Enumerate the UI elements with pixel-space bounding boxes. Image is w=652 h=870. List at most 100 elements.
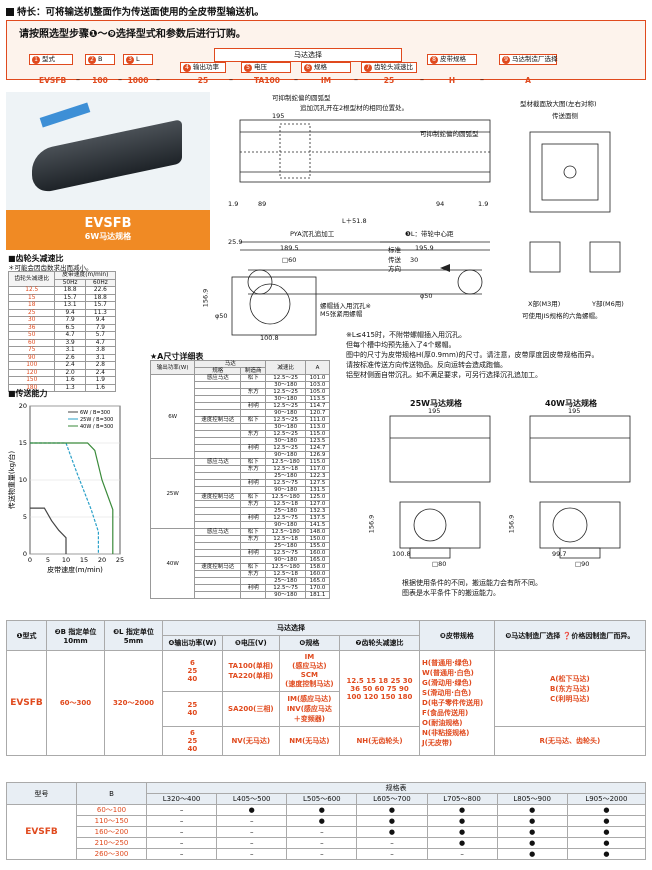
dim-89: 89 bbox=[258, 200, 267, 208]
step-number-icon: 1 bbox=[32, 56, 40, 64]
label-section2: 传送面侧 bbox=[552, 112, 578, 120]
a-cell: 103.0 bbox=[305, 381, 330, 389]
a-cell: 165.0 bbox=[305, 556, 330, 564]
legend-entry: 25W / B=300 bbox=[80, 417, 113, 423]
step-code-5: TA100 bbox=[254, 76, 280, 85]
y-axis-label: 传送物重量(kg/台) bbox=[8, 451, 16, 510]
voltage-cell: NV(无马达) bbox=[221, 726, 280, 756]
alt-dim-sq90: □90 bbox=[575, 560, 590, 568]
step-code-1: EVSFB bbox=[39, 76, 67, 85]
a-cell: 速度控制马达 bbox=[194, 416, 242, 424]
spec-avail-cell: ● bbox=[566, 815, 647, 827]
step-separator: – bbox=[294, 75, 298, 84]
a-cell bbox=[194, 451, 242, 459]
dim-1008: 100.8 bbox=[260, 334, 279, 342]
a-cell bbox=[240, 395, 267, 403]
dim-phi50b: φ50 bbox=[420, 292, 433, 300]
voltage-cell: TA100(单相)TA220(单相) bbox=[221, 650, 280, 692]
a-cell: 利明 bbox=[240, 479, 267, 487]
spec-avail-cell: ● bbox=[356, 804, 428, 816]
a-cell: 12.5～75 bbox=[265, 584, 307, 592]
product-name-banner: EVSFB 6W马达规格 bbox=[6, 210, 210, 250]
a-cell: 123.5 bbox=[305, 437, 330, 445]
label-lhead: ❸L：带轮中心距 bbox=[405, 230, 454, 238]
a-cell: 12.5～180 bbox=[265, 563, 307, 571]
label-dir2: 方向 bbox=[388, 265, 401, 273]
spec-avail-cell: – bbox=[286, 826, 358, 838]
a-cell: 速度控制马达 bbox=[194, 493, 242, 501]
spec-col-header: L905～2000 bbox=[566, 793, 647, 805]
a-cell bbox=[194, 521, 242, 529]
spec-avail-cell: ● bbox=[566, 837, 647, 849]
a-cell: 利明 bbox=[240, 402, 267, 410]
gear-cell: 11.3 bbox=[84, 308, 117, 317]
a-cell bbox=[194, 430, 242, 438]
alt-notes: 根据使用条件的不同，搬运能力会有所不同。图表是水平条件下的搬运能力。 bbox=[402, 578, 642, 598]
a-cell: 150.0 bbox=[305, 535, 330, 543]
maker-cell: A(松下马达)B(东方马达)C(利明马达) bbox=[493, 650, 647, 727]
spec-cell: IM(感应马达)SCM(速度控制马达) bbox=[278, 650, 341, 692]
gear-cell: 12.5 bbox=[7, 286, 56, 295]
a-cell: 松下 bbox=[240, 563, 267, 571]
step-code-3: 1000 bbox=[127, 76, 149, 85]
label-std: 标准 bbox=[388, 246, 401, 254]
a-cell: 感应马达 bbox=[194, 374, 242, 382]
label-40w: 40W马达规格 bbox=[545, 399, 597, 408]
spec-type-cell: EVSFB bbox=[6, 804, 77, 860]
spec-row: 210～250––––●●● bbox=[7, 837, 647, 849]
a-cell bbox=[194, 591, 242, 599]
step-separator: – bbox=[118, 75, 122, 84]
a-cell: 东方 bbox=[240, 535, 267, 543]
label-ypart: Y部(M6用) bbox=[592, 300, 624, 308]
gear-cell: 50 bbox=[7, 331, 56, 340]
label-section: 型材截面放大图(左右对称) bbox=[520, 100, 597, 108]
spec-avail-cell: ● bbox=[356, 815, 428, 827]
gear-cell: 18.8 bbox=[54, 286, 86, 295]
gear-cell: 100 bbox=[7, 361, 56, 370]
gear-cell: 4.7 bbox=[84, 338, 117, 347]
spec-row: 110～150––●●●●● bbox=[7, 815, 647, 827]
a-cell bbox=[240, 451, 267, 459]
dim-30: 30 bbox=[410, 256, 419, 264]
belt-spec-cell: H(普通用·绿色)W(普通用·白色)G(滑动用·绿色)S(滑动用·白色)D(电子… bbox=[419, 650, 495, 756]
gear-cell: 75 bbox=[7, 346, 56, 355]
y-tick-label: 20 bbox=[19, 402, 27, 410]
gear-cell: 120 bbox=[7, 368, 56, 377]
a-cell: 90～180 bbox=[265, 521, 307, 529]
spec-avail-cell: – bbox=[145, 848, 218, 860]
a-cell: 131.5 bbox=[305, 486, 330, 494]
gear-cell: 15 bbox=[7, 293, 56, 302]
step-separator: – bbox=[76, 75, 80, 84]
step-number-icon: 5 bbox=[244, 64, 252, 72]
a-cell bbox=[240, 577, 267, 585]
a-cell: 东方 bbox=[240, 500, 267, 508]
note-line: 请按标准传送方向传送物品。反向运转会造成跑偏。 bbox=[346, 361, 507, 369]
spec-avail-cell: ● bbox=[216, 804, 288, 816]
note-line: 铝型材侧面自带沉孔。如不满足要求，可另行选择沉孔追加工。 bbox=[346, 371, 542, 379]
a-cell: 160.0 bbox=[305, 570, 330, 578]
alt-note-line: 图表是水平条件下的搬运能力。 bbox=[402, 589, 500, 597]
spec-avail-cell: – bbox=[286, 837, 358, 849]
a-cell bbox=[194, 437, 242, 445]
a-cell: 132.3 bbox=[305, 507, 330, 515]
spec-cell: IM(感应马达)INV(感应马达＋变频器) bbox=[278, 691, 341, 727]
a-cell: 125.0 bbox=[305, 493, 330, 501]
gear-cell: 3.1 bbox=[54, 346, 86, 355]
spec-avail-cell: – bbox=[145, 815, 218, 827]
